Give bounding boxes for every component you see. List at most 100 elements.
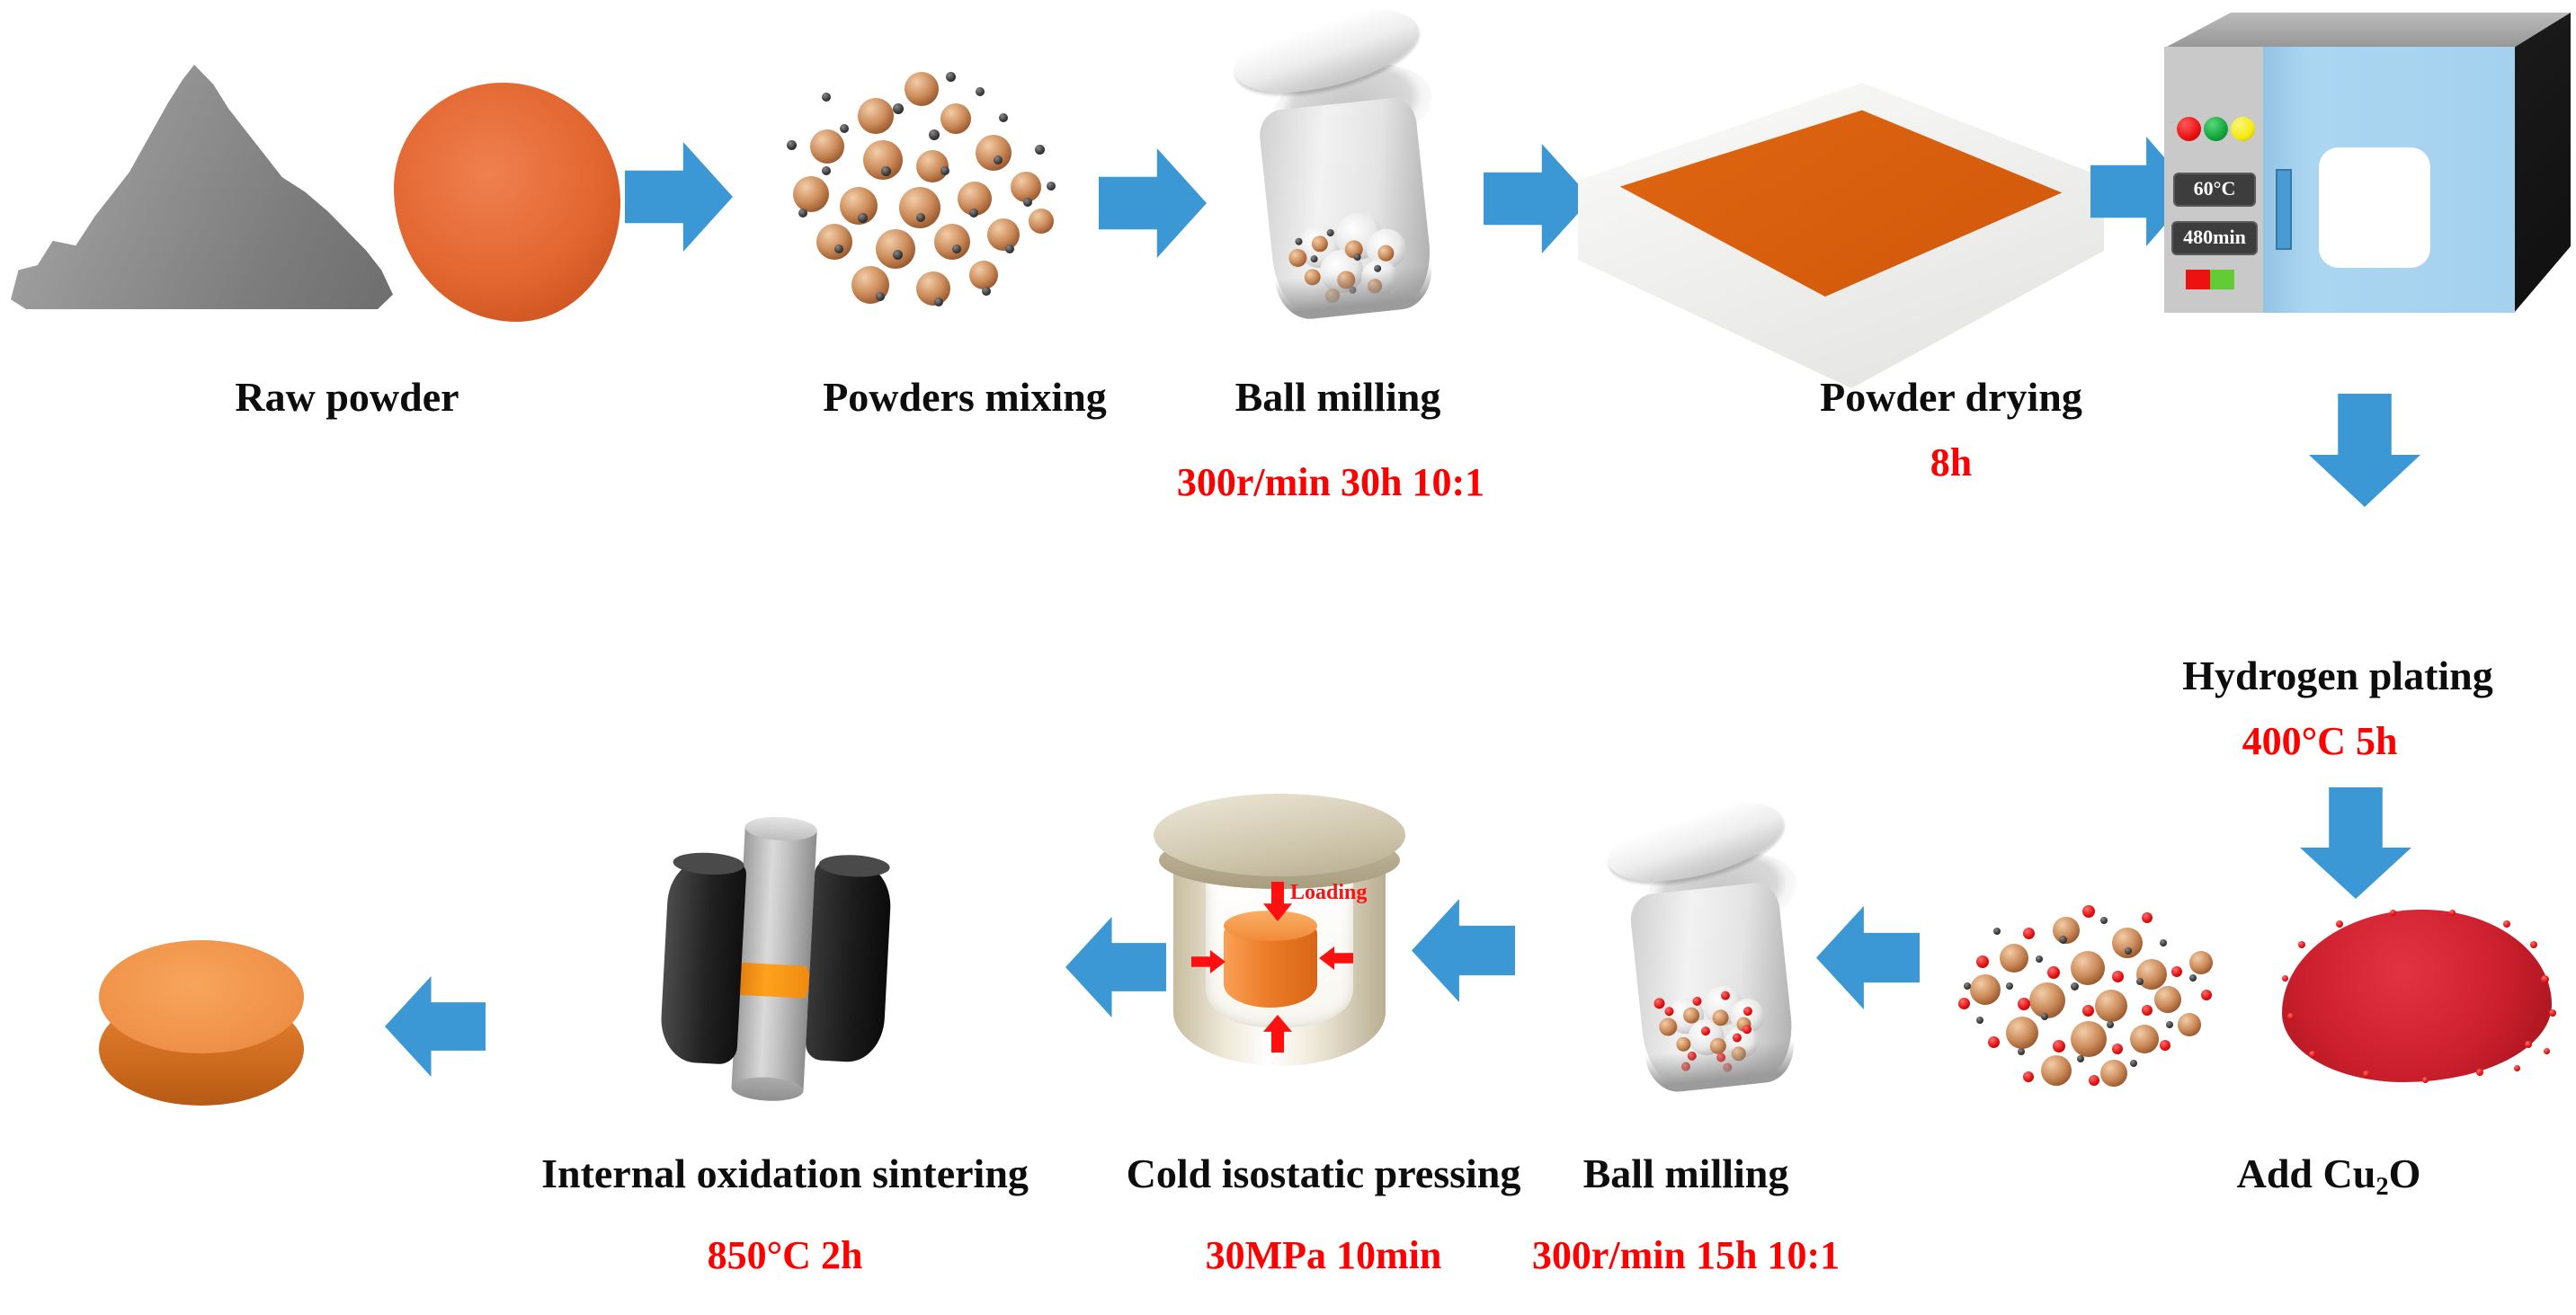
copper-particle — [2094, 990, 2127, 1023]
hydrogen-plating-label: Hydrogen plating — [2182, 653, 2493, 698]
black-particle — [2100, 916, 2108, 924]
copper-particle — [2100, 1059, 2128, 1087]
black-particle — [2035, 955, 2043, 963]
cu2o-particle — [2082, 1005, 2095, 1017]
copper-particle — [2178, 1013, 2201, 1036]
flow-arrow-right-icon — [625, 142, 733, 252]
ball-mill-jar-2-illustration — [1600, 786, 1816, 1098]
powder-drying-params: 8h — [1930, 440, 1973, 484]
oven-green-indicator-light — [2204, 117, 2228, 141]
powder-drying-label: Powder drying — [1820, 374, 2082, 420]
cu2o-particle — [1653, 997, 1665, 1010]
cu2o-particle — [2282, 974, 2288, 982]
flow-arrow-left-icon — [385, 976, 486, 1077]
black-particle — [2017, 1047, 2025, 1055]
press-loading-label: Loading — [1290, 881, 1368, 904]
oven-front-panel: 60°C 480min — [2164, 47, 2515, 313]
jar-body — [1257, 95, 1436, 323]
cu2o-particle — [2336, 920, 2343, 928]
copper-particle — [1367, 278, 1383, 294]
cu2o-particle — [2287, 1013, 2295, 1021]
cu2o-particle — [2201, 990, 2213, 1001]
copper-particle — [2130, 1024, 2160, 1053]
cu2o-particle — [2525, 1040, 2532, 1048]
drying-tray-illustration — [1578, 83, 2104, 388]
black-particle — [857, 213, 868, 224]
oven-power-switch — [2186, 270, 2234, 289]
orange-raw-powder-pile — [394, 83, 620, 322]
cu2o-particle — [2549, 1009, 2556, 1017]
cu2o-particle — [2298, 940, 2305, 948]
sintering-fixture-illustration — [652, 814, 902, 1106]
copper-particle — [1731, 1045, 1747, 1062]
powders-mixing-label: Powders mixing — [823, 374, 1107, 420]
black-particle — [981, 287, 991, 297]
flow-arrow-down-icon — [2309, 394, 2420, 507]
black-particle — [798, 208, 808, 218]
cu2o-particle — [1975, 955, 1989, 968]
cu2o-particle — [2390, 910, 2396, 916]
cu2o-particle — [1680, 1062, 1691, 1072]
black-particle — [840, 124, 850, 134]
add-cu2o-label: Add Cu2O — [2149, 1151, 2509, 1203]
black-particle — [2160, 939, 2168, 947]
flow-arrow-right-icon — [1484, 144, 1591, 253]
final-sintered-disc-illustration — [99, 940, 306, 1109]
cu2o-particle — [2112, 1044, 2124, 1055]
black-particle — [969, 208, 979, 218]
black-particle — [2005, 982, 2013, 990]
oven-yellow-indicator-light — [2231, 117, 2255, 141]
black-particle — [2106, 1020, 2114, 1028]
copper-particle — [810, 129, 845, 164]
cu2o-particle — [2089, 1074, 2099, 1086]
internal-oxidation-sintering-label: Internal oxidation sintering — [541, 1151, 1029, 1196]
add-cu2o-prefix: Add Cu — [2236, 1151, 2376, 1196]
copper-particle — [916, 271, 951, 306]
add-cu2o-subscript: 2 — [2375, 1172, 2389, 1201]
black-particle — [822, 165, 832, 175]
cu2o-red-powder-pile — [2282, 910, 2556, 1084]
copper-particle — [1303, 268, 1322, 287]
copper-particle — [2005, 1017, 2038, 1050]
black-particle — [2076, 1055, 2084, 1063]
black-particle — [940, 165, 949, 175]
fixture-right-shell — [805, 860, 893, 1064]
cold-isostatic-press-illustration: Loading — [1154, 794, 1407, 1083]
black-particle — [1964, 982, 1972, 990]
black-particle — [1349, 286, 1357, 295]
oven-door-window — [2319, 147, 2430, 268]
oven-top-panel — [2165, 13, 2571, 48]
copper-particle — [857, 97, 894, 134]
copper-particle — [2071, 1020, 2108, 1057]
cu2o-particle — [1687, 1050, 1698, 1061]
copper-particle — [1011, 171, 1042, 202]
black-particle — [822, 93, 832, 102]
switch-red-half — [2186, 270, 2210, 289]
cu2o-particle — [2053, 1040, 2066, 1053]
flow-arrow-right-icon — [1099, 148, 1207, 258]
powders-mixing-illustration — [775, 61, 1070, 324]
cu2o-particle — [2422, 1077, 2429, 1084]
cu2o-particle — [2514, 1064, 2520, 1071]
black-particle — [1004, 244, 1014, 254]
black-particle — [893, 102, 905, 114]
cu2o-particle — [2503, 920, 2510, 928]
cu2o-particle — [2171, 966, 2183, 978]
cu2o-particle — [2363, 1070, 2370, 1078]
cu2o-particle — [2544, 1047, 2550, 1054]
black-particle — [2165, 1020, 2173, 1028]
copper-particle — [816, 224, 852, 261]
black-particle — [1993, 928, 2001, 936]
copper-particle — [1029, 208, 1055, 234]
black-particle — [1046, 182, 1056, 191]
black-particle — [2071, 982, 2080, 991]
hydrogen-plating-params: 400°C 5h — [2242, 719, 2398, 763]
black-particle — [881, 165, 892, 176]
gray-raw-powder-pile — [11, 65, 393, 309]
milling-balls — [1275, 161, 1423, 309]
cu2o-particle — [2046, 966, 2060, 980]
black-particle — [999, 113, 1009, 123]
cu2o-particle — [2142, 1005, 2153, 1017]
add-cu2o-suffix: O — [2388, 1151, 2421, 1196]
red-powder-speckles — [2282, 910, 2556, 1084]
